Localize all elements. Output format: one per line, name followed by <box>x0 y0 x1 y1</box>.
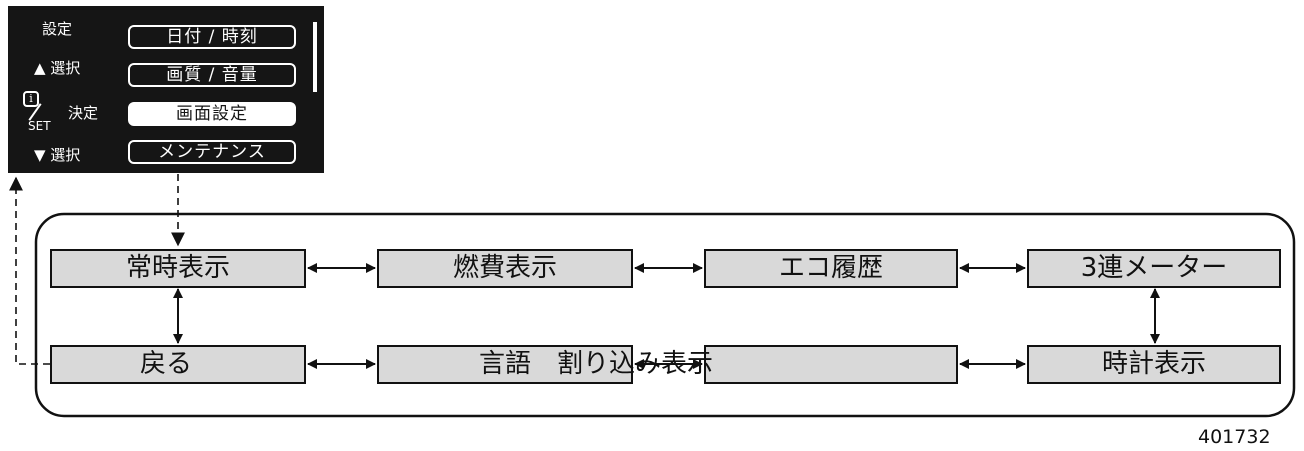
mode-language: 言語 割り込み表示 <box>377 345 713 384</box>
figure-number: 401732 <box>1198 426 1271 448</box>
mode-triple-meter: 3連メーター <box>1027 249 1281 288</box>
set-label: SET <box>28 119 51 133</box>
menu-item-maintenance[interactable]: メンテナンス <box>128 140 296 164</box>
settings-label: 設定 <box>42 20 73 38</box>
mode-clock-display: 時計表示 <box>1027 345 1281 384</box>
mode-back: 戻る <box>50 345 306 384</box>
select-up-label: ▲ 選択 <box>34 59 81 77</box>
decide-label: 決定 <box>68 104 99 122</box>
mode-always-display: 常時表示 <box>50 249 306 288</box>
mode-fuel-display: 燃費表示 <box>377 249 633 288</box>
settings-lcd-panel: 設定 ▲ 選択 i SET 決定 ▼ 選択 日付 / 時刻 画質 / 音量 画面… <box>8 6 324 173</box>
return-dashed-arrow <box>9 176 50 365</box>
mode-cycle-frame <box>34 212 1296 418</box>
menu-item-screen-settings[interactable]: 画面設定 <box>128 102 296 126</box>
select-down-label: ▼ 選択 <box>34 146 81 164</box>
menu-scrollbar <box>313 22 317 92</box>
menu-item-date-time[interactable]: 日付 / 時刻 <box>128 25 296 49</box>
info-icon: i <box>23 91 39 107</box>
mode-eco-history: エコ履歴 <box>704 249 958 288</box>
menu-item-picture-volume[interactable]: 画質 / 音量 <box>128 63 296 87</box>
